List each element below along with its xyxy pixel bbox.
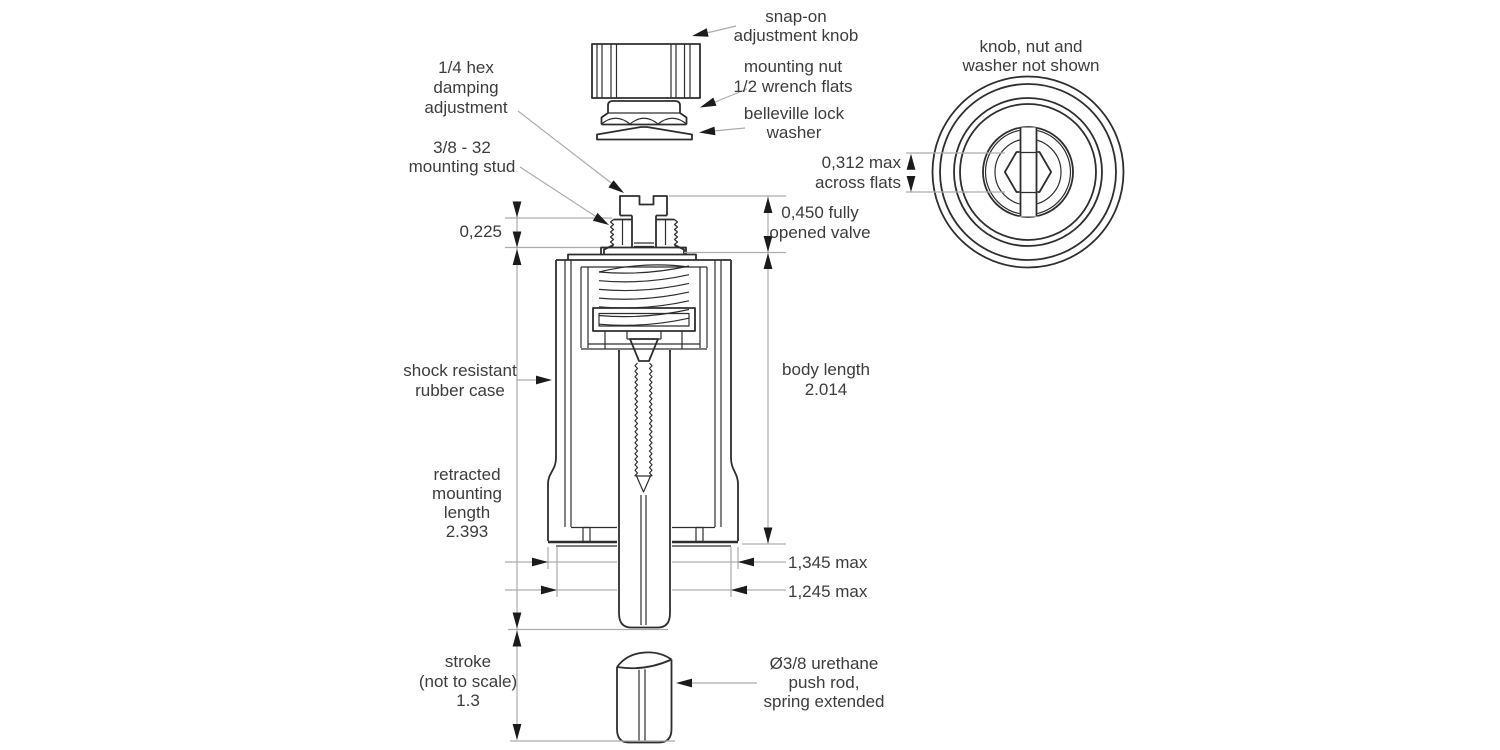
callout-line: washer bbox=[766, 123, 822, 142]
leader-arrow-icon bbox=[676, 678, 692, 688]
dim-stroke: stroke (not to scale) 1.3 bbox=[419, 652, 517, 710]
dim-body-length: body length 2.014 bbox=[782, 360, 870, 399]
dimension-text: (not to scale) bbox=[419, 672, 517, 691]
callout-line: damping bbox=[433, 78, 498, 97]
dimension-text: 2.014 bbox=[805, 380, 848, 399]
callout-rubber-case: shock resistant rubber case bbox=[403, 361, 517, 400]
arrow-down-icon bbox=[512, 612, 522, 629]
arrow-right-icon bbox=[532, 557, 548, 567]
mounting-nut-drawing bbox=[600, 100, 688, 126]
arrow-up-icon bbox=[512, 630, 522, 647]
dimension-text: opened valve bbox=[769, 223, 870, 242]
arrow-down-icon bbox=[512, 201, 522, 218]
dimension-arrows bbox=[512, 153, 916, 740]
arrow-up-icon bbox=[763, 253, 773, 269]
dimension-text: 1.3 bbox=[456, 691, 480, 710]
belleville-washer-drawing bbox=[596, 126, 693, 141]
valve-and-stud-drawing bbox=[603, 195, 685, 255]
callout-line: knob, nut and bbox=[979, 37, 1082, 56]
arrow-left-icon bbox=[738, 557, 754, 567]
adjustment-knob-drawing bbox=[591, 43, 701, 99]
top-view-drawing bbox=[931, 75, 1125, 269]
dimension-text: mounting bbox=[432, 484, 502, 503]
dimension-text: body length bbox=[782, 360, 870, 379]
callout-mounting-nut: mounting nut 1/2 wrench flats bbox=[733, 57, 852, 96]
arrow-left-icon bbox=[731, 585, 747, 595]
callout-line: spring extended bbox=[764, 692, 885, 711]
callout-mounting-stud: 3/8 - 32 mounting stud bbox=[409, 138, 516, 176]
piston-rod-drawing bbox=[618, 350, 671, 629]
callout-line: adjustment bbox=[424, 98, 507, 117]
callout-hex-damping: 1/4 hex damping adjustment bbox=[424, 58, 507, 117]
callout-line: Ø3/8 urethane bbox=[770, 654, 879, 673]
callout-line: push rod, bbox=[789, 673, 860, 692]
callout-line: mounting nut bbox=[744, 57, 843, 76]
rubber-case-drawing bbox=[547, 259, 739, 547]
body-cap-drawing bbox=[567, 246, 697, 260]
leader-arrow-icon bbox=[699, 126, 716, 136]
callout-line: 1/4 hex bbox=[438, 58, 494, 77]
hex-socket bbox=[1004, 151, 1052, 193]
arrow-down-icon bbox=[906, 176, 916, 192]
arrow-up-icon bbox=[906, 153, 916, 170]
arrow-up-icon bbox=[512, 249, 522, 265]
arrow-right-icon bbox=[541, 585, 557, 595]
dim-retracted-length: retracted mounting length 2.393 bbox=[432, 465, 502, 541]
spring-seat-drawing bbox=[592, 307, 696, 362]
dim-valve-open: 0,450 fully opened valve bbox=[769, 203, 870, 242]
dimension-text: retracted bbox=[433, 465, 500, 484]
arrow-down-icon bbox=[512, 231, 522, 248]
arrow-down-icon bbox=[763, 236, 773, 252]
callout-line: 3/8 - 32 bbox=[433, 138, 491, 157]
spring-drawing bbox=[598, 264, 690, 326]
leader-arrows bbox=[536, 28, 717, 688]
dim-across-flats: 0,312 max across flats bbox=[815, 153, 901, 192]
dim-base-width: 1,345 max bbox=[788, 553, 868, 572]
leader-arrow-icon bbox=[700, 97, 717, 108]
arrow-up-icon bbox=[763, 197, 773, 213]
leader-arrow-icon bbox=[592, 212, 609, 225]
callout-line: 1/2 wrench flats bbox=[733, 77, 852, 96]
callout-line: shock resistant bbox=[403, 361, 517, 380]
arrow-down-icon bbox=[763, 527, 773, 544]
callout-snap-on-knob: snap-on adjustment knob bbox=[734, 7, 859, 45]
dimension-text: across flats bbox=[815, 173, 901, 192]
spring-housing-drawing bbox=[580, 266, 708, 350]
callout-line: mounting stud bbox=[409, 157, 516, 176]
callout-top-view-note: knob, nut and washer not shown bbox=[961, 37, 1099, 75]
dim-body-width: 1,245 max bbox=[788, 582, 868, 601]
extension-lines bbox=[505, 152, 1005, 742]
dimension-text: 0,312 max bbox=[822, 153, 902, 172]
push-rod-piece-drawing bbox=[616, 651, 673, 744]
leader-arrow-icon bbox=[692, 28, 709, 37]
dimension-text: stroke bbox=[445, 652, 491, 671]
arrow-down-icon bbox=[512, 724, 522, 740]
callout-line: rubber case bbox=[415, 381, 505, 400]
dimension-text: 2.393 bbox=[446, 522, 489, 541]
leader-arrow-icon bbox=[608, 180, 624, 193]
dimension-text: 0,450 fully bbox=[781, 203, 859, 222]
callout-line: washer not shown bbox=[961, 56, 1099, 75]
dim-stud-exposed: 0,225 bbox=[459, 222, 502, 241]
callout-belleville-washer: belleville lock washer bbox=[744, 104, 845, 142]
callout-line: snap-on bbox=[765, 7, 826, 26]
callout-line: adjustment knob bbox=[734, 26, 859, 45]
dimension-text: length bbox=[444, 503, 490, 522]
callout-line: belleville lock bbox=[744, 104, 845, 123]
callout-push-rod: Ø3/8 urethane push rod, spring extended bbox=[764, 654, 885, 711]
leader-arrow-icon bbox=[536, 375, 552, 385]
